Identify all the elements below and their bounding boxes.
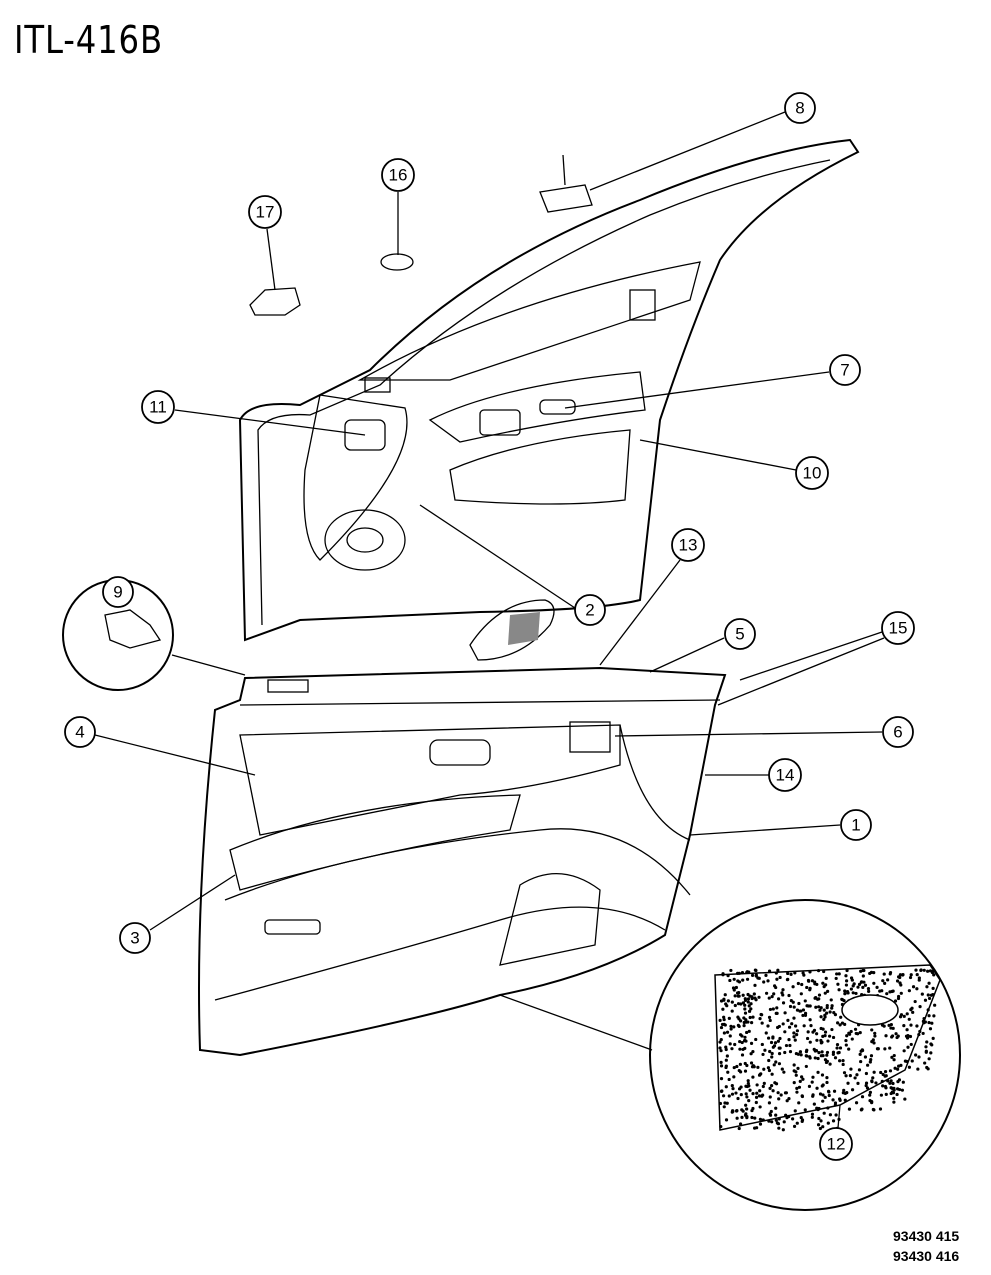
- callout-6: 6: [882, 716, 914, 748]
- callout-10: 10: [795, 456, 829, 490]
- callout-17: 17: [248, 195, 282, 229]
- callout-11: 11: [141, 390, 175, 424]
- callout-13: 13: [671, 528, 705, 562]
- callout-2: 2: [574, 594, 606, 626]
- svg-text:11: 11: [149, 398, 167, 417]
- part-code-1: 93430 415: [893, 1228, 960, 1244]
- insulator-pad: [714, 964, 941, 1131]
- leader-lines: [94, 111, 885, 1129]
- callout-4: 4: [64, 716, 96, 748]
- callout-1: 1: [840, 809, 872, 841]
- svg-text:17: 17: [256, 203, 275, 222]
- callout-8: 8: [784, 92, 816, 124]
- svg-text:14: 14: [776, 766, 795, 785]
- svg-text:5: 5: [735, 625, 744, 644]
- callout-16: 16: [381, 158, 415, 192]
- svg-text:10: 10: [803, 464, 822, 483]
- part-16: [380, 253, 414, 271]
- callout-7: 7: [829, 354, 861, 386]
- svg-text:12: 12: [827, 1135, 846, 1154]
- door-frame: [238, 138, 860, 642]
- svg-text:16: 16: [389, 166, 408, 185]
- svg-text:2: 2: [585, 601, 594, 620]
- callout-5: 5: [724, 618, 756, 650]
- part-17: [249, 287, 301, 316]
- part-2-grille: [508, 612, 540, 645]
- svg-text:1: 1: [851, 816, 860, 835]
- callout-3: 3: [119, 922, 151, 954]
- svg-text:13: 13: [679, 536, 698, 555]
- part-2: [469, 599, 555, 661]
- svg-text:15: 15: [889, 619, 908, 638]
- svg-text:8: 8: [795, 99, 804, 118]
- svg-text:6: 6: [893, 723, 902, 742]
- callout-12: 12: [819, 1127, 853, 1161]
- svg-text:4: 4: [75, 723, 84, 742]
- svg-text:9: 9: [113, 583, 122, 602]
- svg-text:7: 7: [840, 361, 849, 380]
- detail-circle-12: [649, 899, 961, 1211]
- svg-text:3: 3: [130, 929, 139, 948]
- callout-9: 9: [102, 576, 134, 608]
- parts-small: [249, 154, 593, 661]
- trim-panel: [198, 666, 727, 1057]
- part-code-2: 93430 416: [893, 1248, 960, 1264]
- part-8: [539, 184, 593, 213]
- callout-14: 14: [768, 758, 802, 792]
- diagram-title: ITL-416B: [14, 18, 163, 62]
- callout-15: 15: [881, 611, 915, 645]
